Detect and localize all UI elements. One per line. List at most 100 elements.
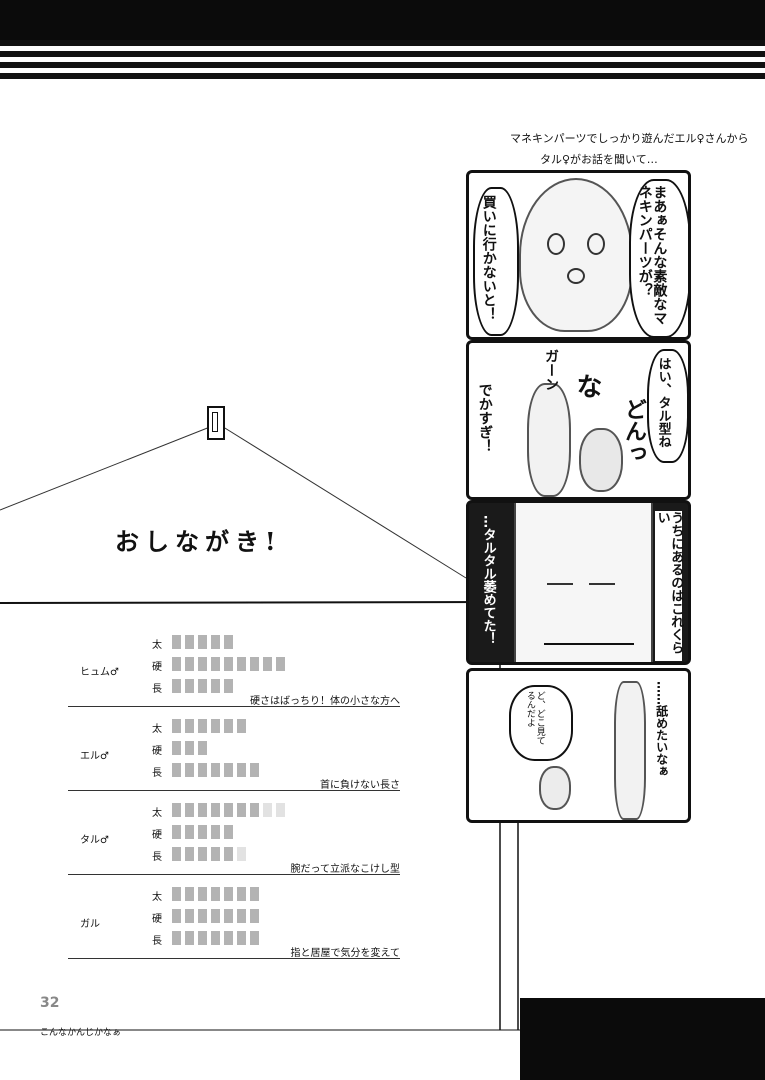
stat-bar bbox=[185, 887, 194, 901]
panel2-sfx-na: な bbox=[572, 373, 602, 399]
stat-bar bbox=[237, 803, 246, 817]
panel1-text-right: まあぁそんな素敵なマネキンパーツが？ bbox=[636, 185, 668, 325]
page-number: 32 bbox=[40, 995, 60, 1011]
stat-bar bbox=[224, 679, 233, 693]
stat-bar bbox=[224, 635, 233, 649]
stat-bars bbox=[172, 719, 246, 733]
stat-bar bbox=[198, 741, 207, 755]
stat-bar bbox=[250, 909, 259, 923]
panel2-text-right: はい、タル型ね bbox=[655, 357, 671, 448]
stat-bar bbox=[224, 847, 233, 861]
top-black-band bbox=[0, 0, 765, 40]
stat-bar bbox=[276, 657, 285, 671]
stat-bar bbox=[198, 909, 207, 923]
elvaan-standing-figure bbox=[614, 681, 646, 820]
stat-bar bbox=[185, 763, 194, 777]
stat-bar bbox=[224, 887, 233, 901]
stat-bar bbox=[237, 763, 246, 777]
stat-bar bbox=[211, 803, 220, 817]
row-divider bbox=[68, 958, 400, 959]
character-comment: 首に負けない長さ bbox=[320, 780, 400, 791]
stat-bar bbox=[185, 679, 194, 693]
stat-bar bbox=[185, 909, 194, 923]
stat-bar bbox=[250, 763, 259, 777]
stat-bar bbox=[172, 635, 181, 649]
stat-bars bbox=[172, 887, 259, 901]
panel3-text-right: うちにあるのはこれくらい bbox=[655, 511, 683, 661]
stat-bar bbox=[185, 847, 194, 861]
panel2-sfx-gaan: ガーン bbox=[543, 349, 559, 391]
stat-bar bbox=[172, 763, 181, 777]
stat-bar bbox=[198, 847, 207, 861]
stat-label: 太 bbox=[152, 640, 162, 651]
comic-panel-1: まあぁそんな素敵なマネキンパーツが？ 買いに行かないと！ bbox=[466, 170, 691, 340]
sign-title: おしながき! bbox=[115, 527, 282, 556]
stat-bar bbox=[224, 803, 233, 817]
stat-bar bbox=[185, 825, 194, 839]
stat-bar bbox=[224, 909, 233, 923]
stat-bar bbox=[185, 931, 194, 945]
stat-bar bbox=[185, 635, 194, 649]
character-name: タル♂ bbox=[80, 835, 109, 846]
panel2-text-left: でかすぎ！ bbox=[476, 383, 493, 453]
stat-bar bbox=[185, 741, 194, 755]
stat-bar bbox=[276, 803, 285, 817]
stat-bar bbox=[211, 909, 220, 923]
stat-label: 長 bbox=[152, 936, 162, 947]
stat-bar bbox=[198, 803, 207, 817]
stat-bar bbox=[211, 847, 220, 861]
speech-bubble-hai bbox=[647, 349, 688, 463]
stat-bar bbox=[263, 657, 272, 671]
stat-bar bbox=[198, 763, 207, 777]
stat-bar bbox=[224, 763, 233, 777]
stat-bar bbox=[185, 657, 194, 671]
stat-label: 硬 bbox=[152, 830, 162, 841]
stat-bar bbox=[211, 931, 220, 945]
stat-bar bbox=[237, 887, 246, 901]
stat-bars bbox=[172, 763, 259, 777]
stat-bar bbox=[211, 679, 220, 693]
character-comment: 指と居屋で気分を変えて bbox=[290, 948, 401, 959]
stat-bar bbox=[237, 657, 246, 671]
stat-bar bbox=[198, 719, 207, 733]
elvaan-figure bbox=[527, 383, 571, 497]
stat-bars bbox=[172, 803, 285, 817]
stat-label: 長 bbox=[152, 768, 162, 779]
stat-bar bbox=[237, 719, 246, 733]
stat-bars bbox=[172, 635, 233, 649]
stat-bar bbox=[198, 825, 207, 839]
stat-bar bbox=[250, 803, 259, 817]
stat-bar bbox=[172, 719, 181, 733]
stat-bar bbox=[185, 719, 194, 733]
stat-bar bbox=[250, 931, 259, 945]
stat-label: 太 bbox=[152, 892, 162, 903]
speech-bubble-left bbox=[473, 187, 519, 336]
panel4-text-left: ど、どこ見てるんだよ bbox=[524, 691, 545, 745]
speech-bubble-right bbox=[629, 179, 688, 337]
character-name: エル♂ bbox=[80, 751, 109, 762]
face-illustration bbox=[519, 178, 633, 332]
panel3-text-left: …タルタル萎めてた！ bbox=[480, 515, 496, 645]
panel4-text-right: ……舐めたいなぁ bbox=[654, 681, 669, 777]
stat-label: 太 bbox=[152, 808, 162, 819]
stat-bar bbox=[172, 741, 181, 755]
comic-panel-2: はい、タル型ね な どんっ ガーン でかすぎ！ bbox=[466, 340, 691, 500]
panel2-sfx-don: どんっ bbox=[621, 398, 646, 464]
stat-label: 硬 bbox=[152, 914, 162, 925]
speech-bubble-doko bbox=[509, 685, 573, 761]
footer-note: こんなかんじかなぁ bbox=[40, 1028, 122, 1038]
caption-line-2: タル♀がお話を聞いて… bbox=[540, 153, 658, 166]
stat-label: 長 bbox=[152, 852, 162, 863]
stat-bar bbox=[250, 887, 259, 901]
stat-bar bbox=[172, 931, 181, 945]
stat-bar bbox=[172, 679, 181, 693]
caption-line-1: マネキンパーツでしっかり遊んだエル♀さんから bbox=[510, 132, 749, 145]
character-comment: 腕だって立派なこけし型 bbox=[290, 864, 401, 875]
row-divider bbox=[68, 706, 400, 707]
stat-label: 長 bbox=[152, 684, 162, 695]
stat-bar bbox=[237, 931, 246, 945]
stat-bar bbox=[224, 825, 233, 839]
stat-bar bbox=[172, 887, 181, 901]
stat-bar bbox=[237, 847, 246, 861]
comic-panel-4: ……舐めたいなぁ ど、どこ見てるんだよ bbox=[466, 668, 691, 823]
